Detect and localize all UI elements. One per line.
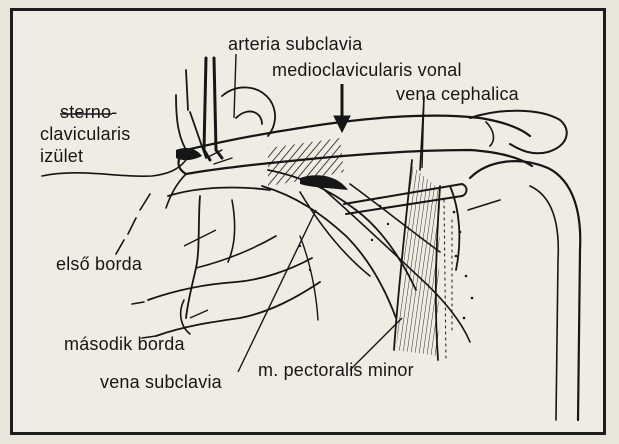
label-vena-cephalica: vena cephalica (396, 84, 519, 104)
first-rib-outer (186, 196, 200, 318)
vessel-crossing-shadow (300, 175, 348, 190)
label-elso-borda: első borda (56, 254, 142, 274)
first-rib-lower (196, 236, 276, 268)
leader-arteria-subclavia (234, 54, 236, 118)
sc-joint-shadow (176, 148, 202, 160)
leader-elso-borda (184, 230, 216, 246)
manubrium-edge (166, 174, 186, 208)
subclavian-arch-inner (236, 111, 262, 124)
label-sterno: sterno- (60, 102, 117, 122)
rib-crossing-1 (300, 192, 370, 276)
medioclavicular-arrow (334, 84, 350, 132)
coracoid-band (344, 184, 462, 214)
acromion (470, 111, 567, 154)
first-rib-upper (168, 188, 270, 196)
humeral-head (470, 161, 580, 420)
scapula-spine (468, 200, 500, 210)
label-pectoralis-minor: m. pectoralis minor (258, 360, 414, 380)
acromion-joint (486, 122, 493, 146)
humeral-head-outline (530, 186, 558, 420)
rib-crossing-4 (300, 236, 318, 320)
coracoid-tip (462, 184, 467, 196)
manubrium-dash (116, 194, 150, 254)
label-masodik-borda: második borda (64, 334, 185, 354)
label-vena-subclavia: vena subclavia (100, 372, 222, 392)
subclavian-vessel-band-lower (262, 186, 396, 318)
rib-crossing-2 (320, 186, 470, 342)
second-rib-dash (132, 302, 156, 338)
stipple-dots (299, 205, 474, 320)
label-medioclavicularis-vonal: medioclavicularis vonal (272, 60, 462, 80)
label-clavicularis: clavicularis (40, 124, 130, 144)
clavicle-upper (186, 116, 530, 150)
pectoralis-minor-dots (444, 200, 452, 360)
second-rib-upper (148, 258, 312, 300)
first-rib-inner (228, 200, 235, 262)
label-arteria-subclavia: arteria subclavia (228, 34, 362, 54)
label-izulet: izület (40, 146, 83, 166)
leader-masodik-borda (190, 310, 208, 318)
leader-vena-cephalica (422, 96, 424, 168)
